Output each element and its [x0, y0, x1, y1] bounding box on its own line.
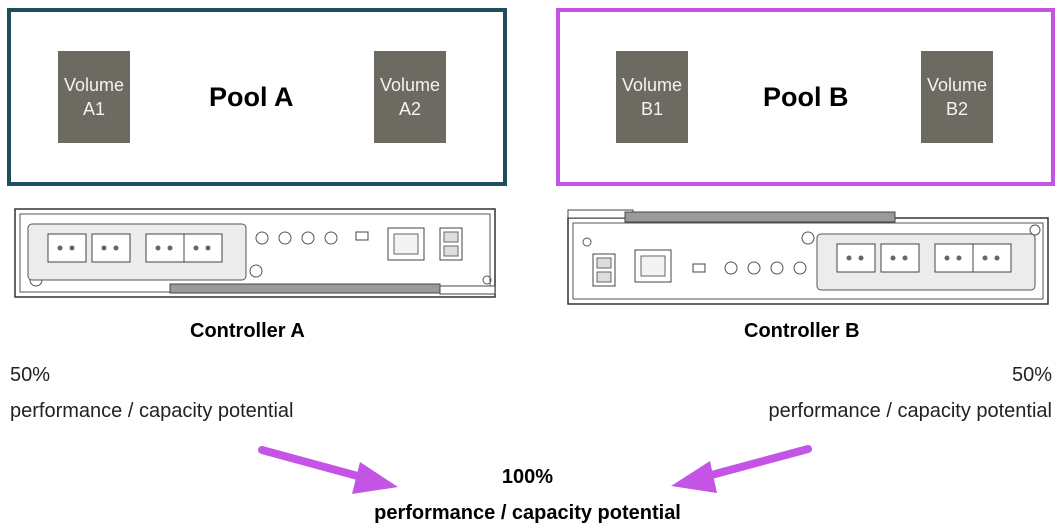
controller-b-caption: performance / capacity potential: [768, 400, 1053, 422]
controller-b-image: [567, 209, 1049, 305]
volume-b1: Volume B1: [616, 51, 688, 143]
controller-a-caption: performance / capacity potential: [10, 400, 294, 422]
pool-b-title: Pool B: [763, 82, 849, 112]
controller-b-percent: 50%: [1011, 364, 1052, 386]
volume-b2: Volume B2: [921, 51, 993, 143]
volume-a1: Volume A1: [58, 51, 130, 143]
volume-b1-line1: Volume: [621, 75, 683, 95]
volume-a1-line2: A1: [82, 99, 106, 119]
volume-a1-line1: Volume: [63, 75, 125, 95]
controller-a-image: [14, 208, 496, 298]
volume-b2-line2: B2: [945, 99, 969, 119]
pool-a-box: Volume A1 Pool A Volume A2: [7, 8, 507, 186]
volume-a2-line2: A2: [398, 99, 422, 119]
controller-a-label: Controller A: [190, 320, 305, 342]
left-arrow: [258, 446, 398, 494]
volume-a2-line1: Volume: [379, 75, 441, 95]
controller-a-percent: 50%: [10, 364, 51, 386]
total-percent: 100%: [501, 466, 554, 488]
right-arrow: [671, 445, 812, 493]
volume-a2: Volume A2: [374, 51, 446, 143]
volume-b2-line1: Volume: [926, 75, 988, 95]
pool-b-box: Volume B1 Pool B Volume B2: [556, 8, 1055, 186]
total-caption: performance / capacity potential: [374, 502, 681, 524]
volume-b1-line2: B1: [640, 99, 664, 119]
controller-b-label: Controller B: [744, 320, 860, 342]
pool-a-title: Pool A: [209, 82, 294, 112]
